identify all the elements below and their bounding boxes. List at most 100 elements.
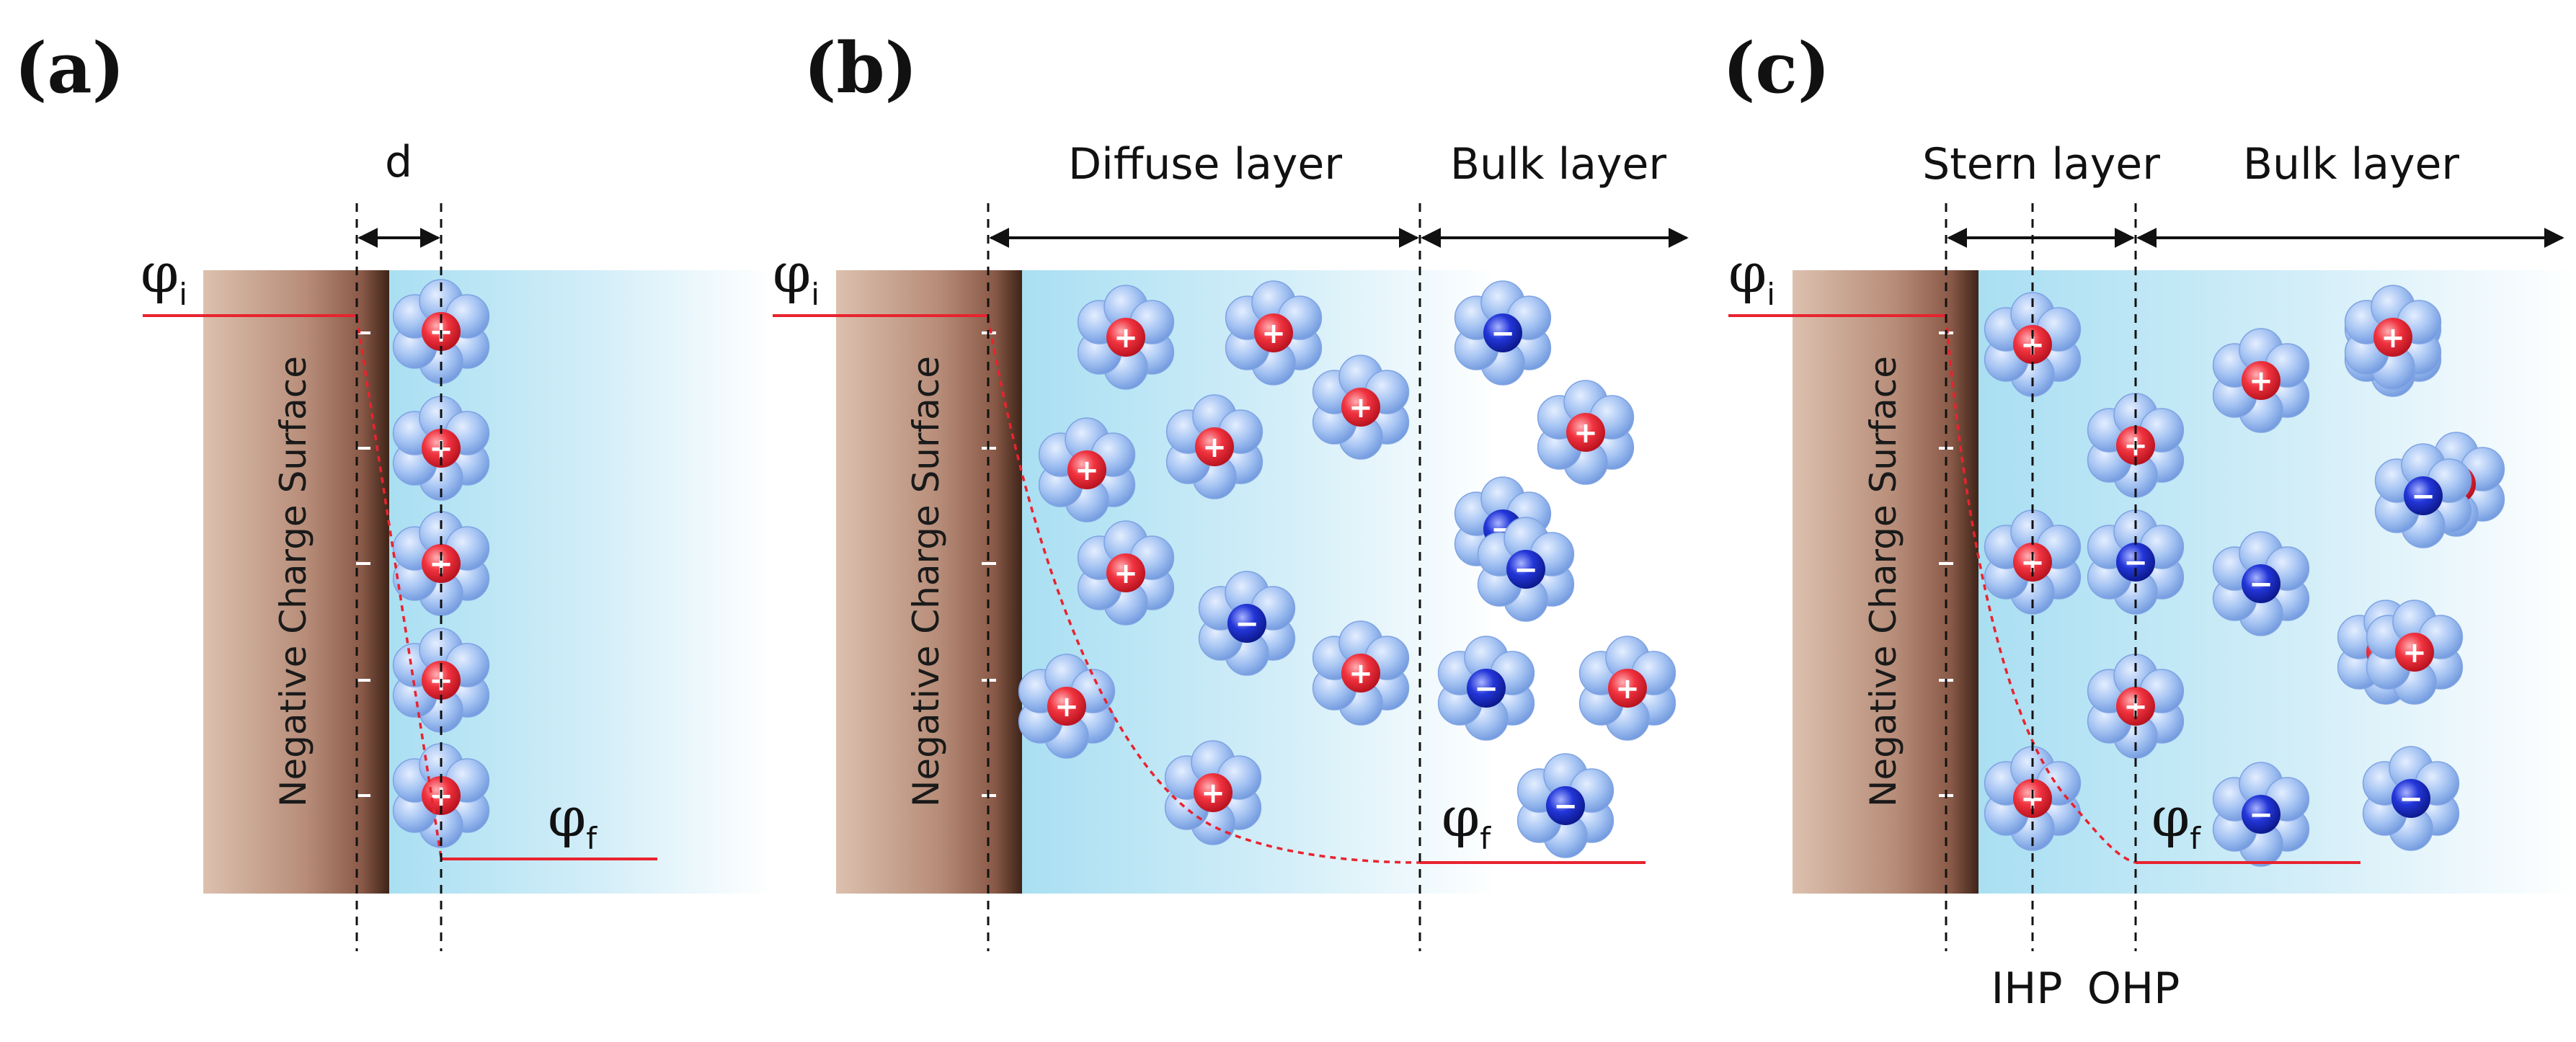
cation-core (2242, 361, 2280, 400)
cation-core (1067, 450, 1106, 489)
cation-core (1566, 413, 1605, 452)
cation-ion: + (1077, 520, 1175, 625)
panel-c-phi-initial: φi (1728, 241, 1775, 312)
panel-a-phi-initial: φi (141, 241, 187, 312)
panel-b-phi-final: φf (1442, 785, 1491, 856)
cation-core (1341, 388, 1380, 427)
cation-ion: + (1225, 280, 1323, 386)
cation-ion: + (392, 511, 490, 616)
cation-sign: + (1075, 454, 1099, 487)
cation-core (2395, 633, 2434, 672)
cation-sign: + (1349, 657, 1373, 690)
anion-ion: − (1516, 753, 1615, 858)
cation-core (1341, 654, 1380, 693)
anion-core (2391, 779, 2430, 818)
cation-ion: + (1578, 636, 1676, 741)
panel-c-stern-label: Stern layer (1922, 139, 2160, 190)
cation-ion: + (2087, 393, 2185, 498)
cation-sign: + (1573, 417, 1598, 450)
panel-b-potential-curve (987, 316, 1421, 864)
cation-sign: + (1114, 557, 1138, 590)
anion-sign: − (1491, 317, 1515, 350)
panel-c: (c) Negative Charge Surface ++++−++−−+++… (1723, 27, 2576, 1014)
anion-core (2242, 564, 2280, 603)
panel-b-bulk-label: Bulk layer (1450, 139, 1667, 190)
cation-sign: + (2402, 636, 2427, 669)
panel-b-surface (836, 270, 1022, 894)
cation-ion: + (2212, 328, 2310, 433)
anion-sign: − (2249, 568, 2273, 601)
panel-c-potential-curve (1945, 316, 2136, 864)
anion-ion: − (2212, 762, 2310, 867)
cation-core (1195, 427, 1234, 466)
cation-ion: + (1984, 509, 2082, 615)
cation-ion: + (1537, 380, 1635, 485)
cation-ion: + (2344, 285, 2442, 390)
cation-sign: + (1261, 317, 1286, 350)
anion-core (1483, 313, 1522, 352)
anion-core (1227, 604, 1266, 643)
anion-ion: − (1477, 517, 1575, 622)
cation-ion: + (2366, 600, 2464, 705)
panel-a-surface-label: Negative Charge Surface (272, 356, 314, 807)
cation-ion: + (1312, 355, 1410, 460)
cation-sign: + (2249, 365, 2273, 398)
cation-ion: + (1077, 285, 1175, 390)
panel-c-phi-final: φf (2151, 785, 2201, 856)
panel-c-surface-label: Negative Charge Surface (1862, 356, 1904, 807)
cation-core (1194, 773, 1233, 812)
cation-core (422, 544, 461, 583)
anion-ion: − (2212, 531, 2310, 636)
cation-core (2013, 325, 2052, 364)
cation-core (2013, 543, 2052, 582)
anion-core (2242, 795, 2280, 834)
anion-ion: − (1198, 571, 1296, 676)
cation-sign: + (1202, 431, 1227, 464)
cation-sign: + (1349, 391, 1373, 424)
panel-a: (a) Negative Charge Surface +++++ d φi φ… (14, 27, 771, 951)
anion-ion: − (1437, 636, 1535, 741)
cation-ion: + (1165, 394, 1263, 499)
cation-ion: + (392, 628, 490, 733)
cation-ion: + (1164, 740, 1262, 845)
cation-ion: + (1018, 654, 1116, 759)
cation-core (1106, 318, 1145, 357)
cation-ion: + (1038, 417, 1136, 522)
panel-c-ions: ++++−++−−++++−+− (1984, 285, 2505, 867)
anion-core (1506, 550, 1545, 589)
cation-core (1106, 553, 1145, 592)
panel-b-label: (b) (804, 27, 918, 109)
panel-b-ions: ++−+++++−+−++−−+− (1018, 280, 1676, 858)
cation-ion: + (2087, 654, 2185, 759)
panel-b-surface-label: Negative Charge Surface (905, 356, 947, 807)
panel-c-ihp-label: IHP (1991, 963, 2063, 1014)
cation-core (1608, 669, 1647, 708)
anion-core (2404, 476, 2443, 515)
anion-core (2116, 543, 2155, 582)
panel-b: (b) Negative Charge Surface + + − + + + + + − + − +… (773, 27, 1689, 951)
cation-core (2373, 318, 2412, 357)
panel-a-phi-final: φf (548, 785, 598, 856)
anion-core (1546, 786, 1585, 825)
panel-c-ohp-label: OHP (2087, 963, 2180, 1014)
panel-b-diffuse-label: Diffuse layer (1068, 139, 1342, 190)
cation-sign: + (1114, 321, 1138, 355)
panel-a-d-label: d (385, 137, 412, 187)
cation-sign: + (2381, 321, 2405, 355)
cation-ion: + (1984, 292, 2082, 397)
anion-sign: − (1474, 672, 1498, 705)
cation-ion: + (1312, 620, 1410, 726)
anion-sign: − (2399, 783, 2423, 816)
panel-c-label: (c) (1723, 27, 1830, 109)
anion-ion: − (2374, 443, 2472, 548)
panel-a-surface (203, 270, 389, 894)
anion-core (1467, 669, 1506, 708)
anion-sign: − (2411, 480, 2435, 513)
anion-sign: − (1235, 607, 1259, 641)
anion-sign: − (2249, 798, 2273, 832)
anion-ion: − (1454, 280, 1552, 386)
panel-c-surface (1793, 270, 1978, 894)
panel-b-phi-initial: φi (773, 241, 820, 312)
anion-sign: − (1514, 553, 1538, 587)
